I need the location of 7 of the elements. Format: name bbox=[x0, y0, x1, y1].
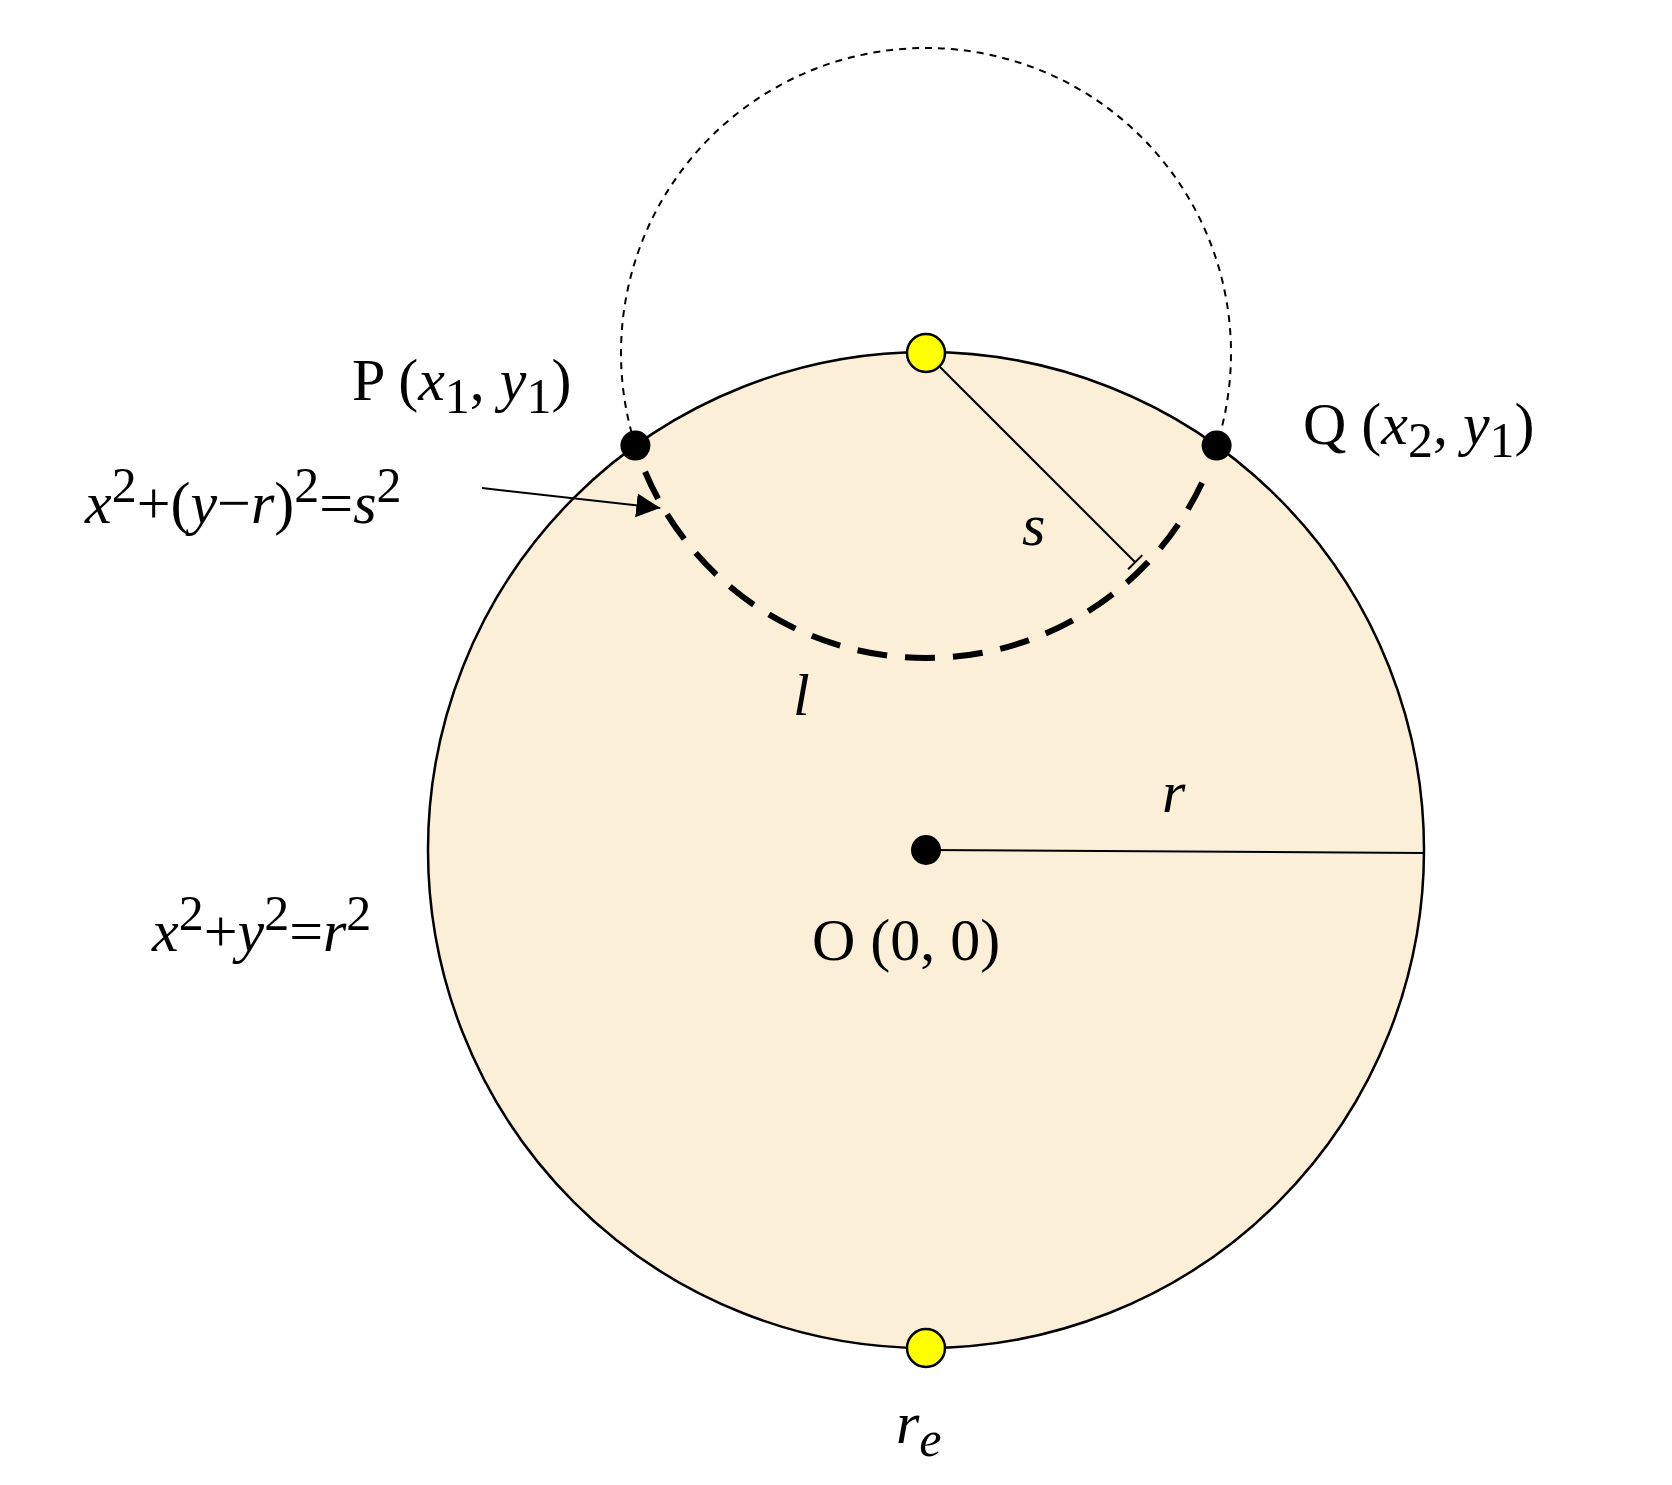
point-label: P (x$_{1}$, y$_{1}$) bbox=[352, 350, 572, 421]
arrow bbox=[481, 487, 662, 518]
variable-label: l bbox=[793, 665, 810, 725]
variable-label: r bbox=[1162, 762, 1186, 822]
point-label: Q (x$_{2}$, y$_{1}$) bbox=[1303, 394, 1535, 465]
variable-label: r$_{e}$ bbox=[896, 1393, 942, 1464]
variable-label: s bbox=[1022, 495, 1046, 555]
